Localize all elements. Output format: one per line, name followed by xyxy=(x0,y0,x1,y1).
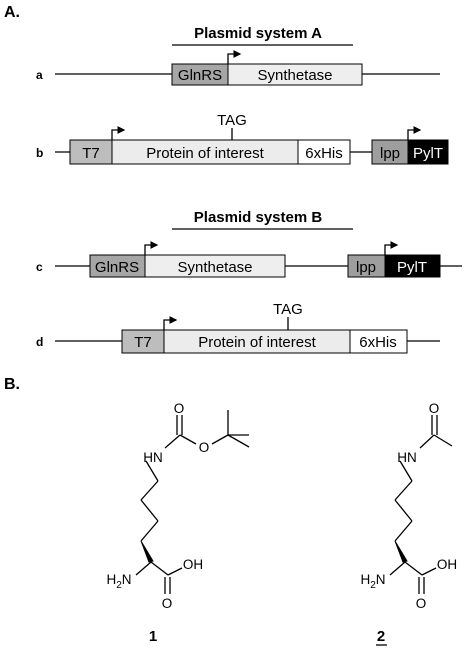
compound-1-acid-o: O xyxy=(162,596,173,611)
row-b-lpp-label: lpp xyxy=(380,145,400,162)
compound-2-carbonyl-o: O xyxy=(429,401,440,416)
row-d-label: d xyxy=(36,335,43,349)
row-c-pylt-label: PylT xyxy=(397,259,427,276)
row-d-protein-label: Protein of interest xyxy=(198,334,316,351)
row-a-synthetase-label: Synthetase xyxy=(257,67,332,84)
compound-1-oh: OH xyxy=(183,557,203,572)
compound-2-acid-o: O xyxy=(416,596,427,611)
compound-2-h2n: H2N xyxy=(360,572,385,591)
row-b-protein-label: Protein of interest xyxy=(146,145,264,162)
row-b-label: b xyxy=(36,146,43,160)
row-c-glnrs-label: GlnRS xyxy=(95,259,139,276)
row-b-lpp-box xyxy=(371,139,409,165)
row-c-lpp-label: lpp xyxy=(356,259,376,276)
row-b-pylt-box xyxy=(407,139,449,165)
row-c-synthetase-promoter-arrow xyxy=(144,241,159,255)
row-d-tag-label: TAG xyxy=(273,301,303,318)
compound-1-number: 1 xyxy=(149,628,157,645)
row-d-his-label: 6xHis xyxy=(359,334,397,351)
system-a-title: Plasmid system A xyxy=(194,25,322,42)
panel-a-label: A. xyxy=(4,4,20,21)
row-c-synthetase-label: Synthetase xyxy=(177,259,252,276)
panel-b-label: B. xyxy=(4,376,20,393)
row-a-synthetase-box xyxy=(227,63,363,86)
row-a-label: a xyxy=(36,68,43,82)
row-c-synthetase-box xyxy=(144,254,286,278)
row-b-pylt-label: PylT xyxy=(413,145,443,162)
compound-2-hn: HN xyxy=(397,450,417,465)
compound-2-number: 2 xyxy=(377,628,385,645)
compound-1-ester-o: O xyxy=(199,440,210,455)
compound-2-oh: OH xyxy=(437,557,457,572)
row-c-pylt-box xyxy=(384,254,441,278)
system-b-title: Plasmid system B xyxy=(194,209,323,226)
row-a-glnrs-label: GlnRS xyxy=(178,67,222,84)
row-b-t7-promoter-arrow xyxy=(111,126,126,140)
row-b-pylt-promoter-arrow xyxy=(407,126,422,140)
row-d-t7-label: T7 xyxy=(134,334,152,351)
row-a-promoter-arrow xyxy=(227,50,242,64)
row-b-his-label: 6xHis xyxy=(305,145,343,162)
row-c-label: c xyxy=(36,260,43,274)
row-b-protein-box xyxy=(111,139,299,165)
compound-1-hn: HN xyxy=(143,450,163,465)
row-d-his-box xyxy=(349,329,408,354)
compound-1-structure xyxy=(135,410,250,594)
compound-1-h2n: H2N xyxy=(106,572,131,591)
row-d-t7-promoter-arrow xyxy=(163,316,178,330)
row-b-tag-label: TAG xyxy=(217,112,247,129)
row-b-his-box xyxy=(297,139,351,165)
row-b-t7-label: T7 xyxy=(82,145,100,162)
compound-1-carbonyl-o: O xyxy=(174,401,185,416)
row-c-pylt-promoter-arrow xyxy=(384,241,399,255)
compound-2-structure xyxy=(389,415,453,594)
